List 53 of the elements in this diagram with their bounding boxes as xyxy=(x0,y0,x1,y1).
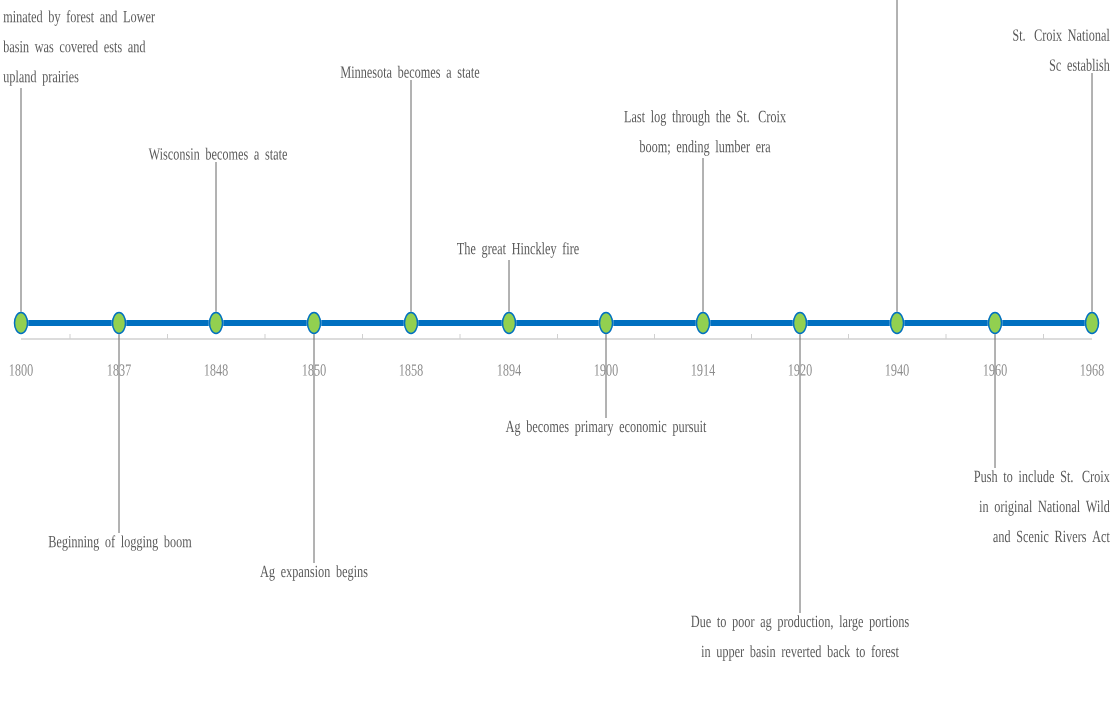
timeline-bar xyxy=(418,320,502,326)
timeline-bar xyxy=(904,320,988,326)
leader-line xyxy=(1091,72,1093,313)
year-label: 1894 xyxy=(497,364,522,376)
event-label: The great Hinckley fire xyxy=(457,242,579,258)
event-label: Beginning of logging boom xyxy=(48,535,192,551)
event-label: Ag becomes primary economic pursuit xyxy=(505,420,707,436)
year-label: 1914 xyxy=(691,364,716,376)
event-label: Due to poor ag production, large portions in upper basin reverted back to forest xyxy=(691,615,909,661)
leader-line xyxy=(118,333,120,534)
timeline-dot xyxy=(598,311,614,335)
event-label: Last log through the St. Croix boom; ending lumber era xyxy=(624,110,786,156)
event-label: Wisconsin becomes a state xyxy=(148,147,287,160)
leader-line xyxy=(799,333,801,614)
timeline-bar xyxy=(1002,320,1085,326)
year-label: 1858 xyxy=(399,364,423,376)
timeline-dot xyxy=(695,311,711,335)
year-label: 1968 xyxy=(1080,364,1104,376)
leader-line xyxy=(410,79,412,313)
timeline-dot xyxy=(889,311,905,335)
timeline-dot xyxy=(987,311,1003,335)
event-label: Push to include St. Croix in original National Wild and Scenic Rivers Act xyxy=(974,470,1110,543)
timeline-bar xyxy=(28,320,112,326)
timeline-bar xyxy=(516,320,599,326)
timeline-bar xyxy=(223,320,307,326)
timeline-bar xyxy=(126,320,209,326)
timeline-dot xyxy=(403,311,419,335)
leader-line xyxy=(215,161,217,313)
timeline-dot xyxy=(306,311,322,335)
year-label: 1848 xyxy=(204,364,228,376)
timeline-bar xyxy=(613,320,696,326)
year-label: 1940 xyxy=(885,364,909,376)
leader-line xyxy=(605,333,607,419)
leader-line xyxy=(702,157,704,313)
timeline-dot xyxy=(13,311,29,335)
event-label: Minnesota becomes a state xyxy=(340,65,480,78)
timeline-dot xyxy=(501,311,517,335)
leader-line xyxy=(994,333,996,469)
event-label: Ag expansion begins xyxy=(260,565,368,581)
year-label: 1800 xyxy=(9,364,33,376)
leader-line xyxy=(508,259,510,313)
leader-line xyxy=(313,333,315,564)
leader-line xyxy=(20,87,22,313)
timeline-dot xyxy=(792,311,808,335)
timeline-bar xyxy=(321,320,404,326)
timeline-dot xyxy=(1084,311,1100,335)
timeline-dot xyxy=(111,311,127,335)
timeline-bar xyxy=(807,320,890,326)
timeline-bar xyxy=(710,320,793,326)
leader-line xyxy=(896,0,898,313)
timeline-dot xyxy=(208,311,224,335)
event-label: St. Croix National Sc establish xyxy=(1013,28,1110,71)
event-label: minated by forest and Lower basin was covered ests and upland prairies xyxy=(3,10,155,86)
